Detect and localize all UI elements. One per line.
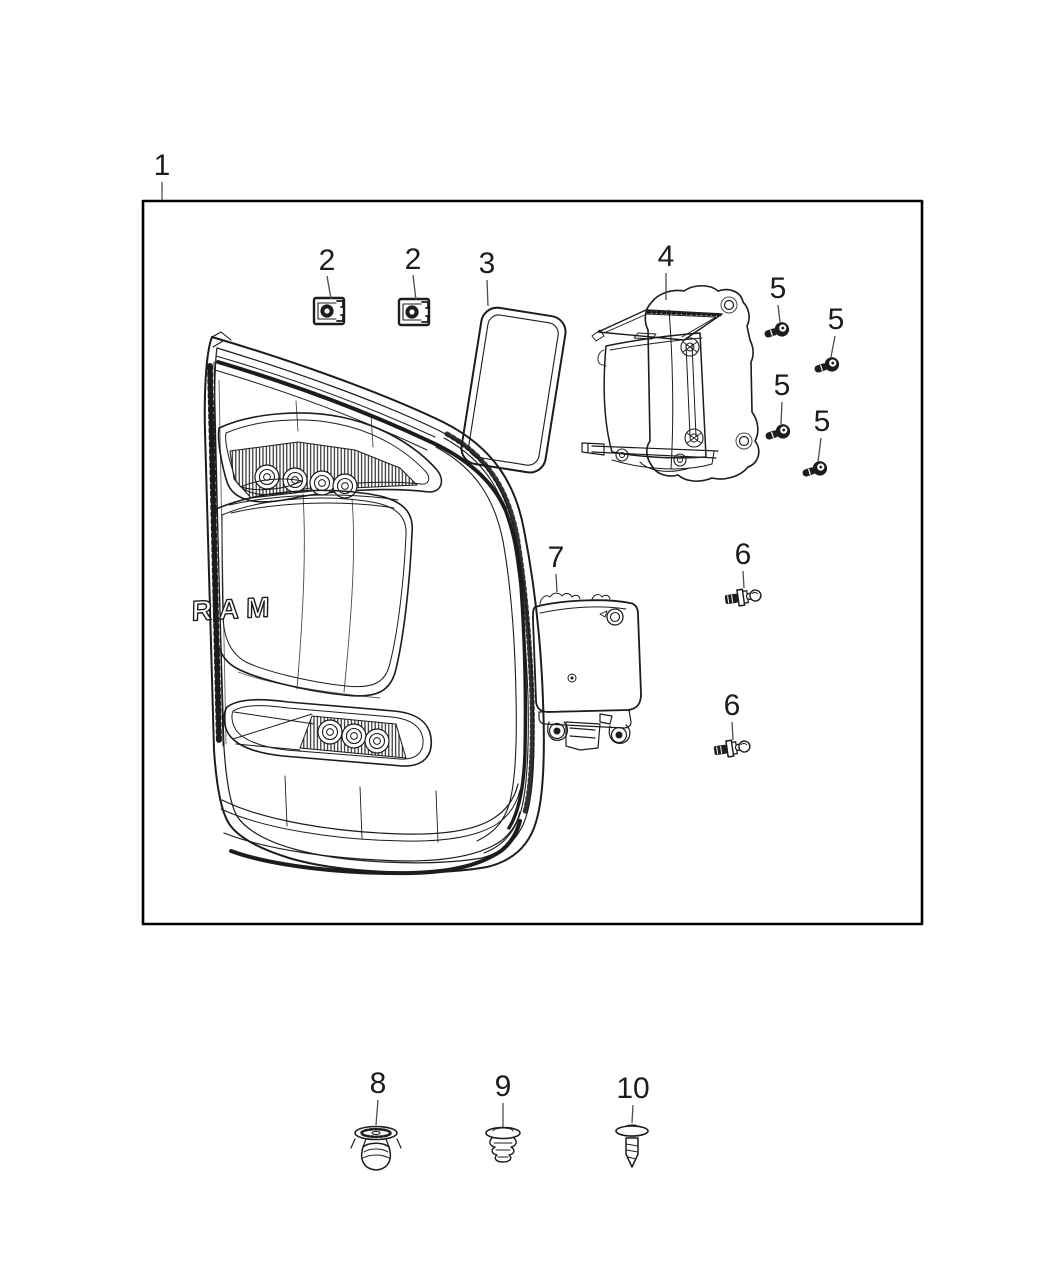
lamp-housing-bracket bbox=[581, 284, 760, 482]
leader-line-5-8 bbox=[817, 437, 822, 463]
callout-label-5-6: 5 bbox=[827, 303, 845, 336]
callout-label-2-2: 2 bbox=[404, 243, 422, 276]
grommet-clip bbox=[485, 1126, 521, 1163]
callout-label-6-11: 6 bbox=[723, 689, 741, 722]
tail-lamp-assembly: RAM bbox=[191, 331, 545, 876]
leader-line-10-14 bbox=[631, 1104, 634, 1124]
leader-line-2-2 bbox=[412, 274, 417, 301]
callout-label-5-8: 5 bbox=[813, 405, 831, 438]
callout-label-1-0: 1 bbox=[153, 149, 171, 182]
leader-line-6-11 bbox=[731, 721, 734, 741]
self-tapping-screw bbox=[615, 1124, 649, 1168]
leader-line-6-10 bbox=[742, 570, 745, 589]
callout-label-3-3: 3 bbox=[478, 247, 496, 280]
leader-line-8-12 bbox=[375, 1099, 379, 1126]
leader-line-5-5 bbox=[777, 304, 781, 323]
leader-line-5-7 bbox=[780, 401, 783, 425]
callout-label-7-9: 7 bbox=[547, 541, 565, 574]
callout-label-8-12: 8 bbox=[369, 1067, 387, 1100]
callout-label-2-1: 2 bbox=[318, 244, 336, 277]
leader-line-3-3 bbox=[486, 279, 489, 307]
callout-label-5-5: 5 bbox=[769, 272, 787, 305]
push-pin-retainer bbox=[350, 1125, 402, 1171]
callout-label-9-13: 9 bbox=[494, 1070, 512, 1103]
callout-label-10-14: 10 bbox=[616, 1072, 650, 1105]
leader-line-7-9 bbox=[555, 573, 558, 593]
callout-label-6-10: 6 bbox=[734, 538, 752, 571]
callout-label-5-7: 5 bbox=[773, 369, 791, 402]
leader-line-2-1 bbox=[326, 275, 332, 300]
callout-label-4-4: 4 bbox=[657, 240, 675, 273]
control-module bbox=[532, 592, 642, 751]
seal-pad bbox=[460, 306, 567, 474]
boundary-box bbox=[141, 199, 924, 926]
leader-line-5-6 bbox=[830, 335, 836, 358]
ram-badge-text: RAM bbox=[192, 591, 277, 626]
